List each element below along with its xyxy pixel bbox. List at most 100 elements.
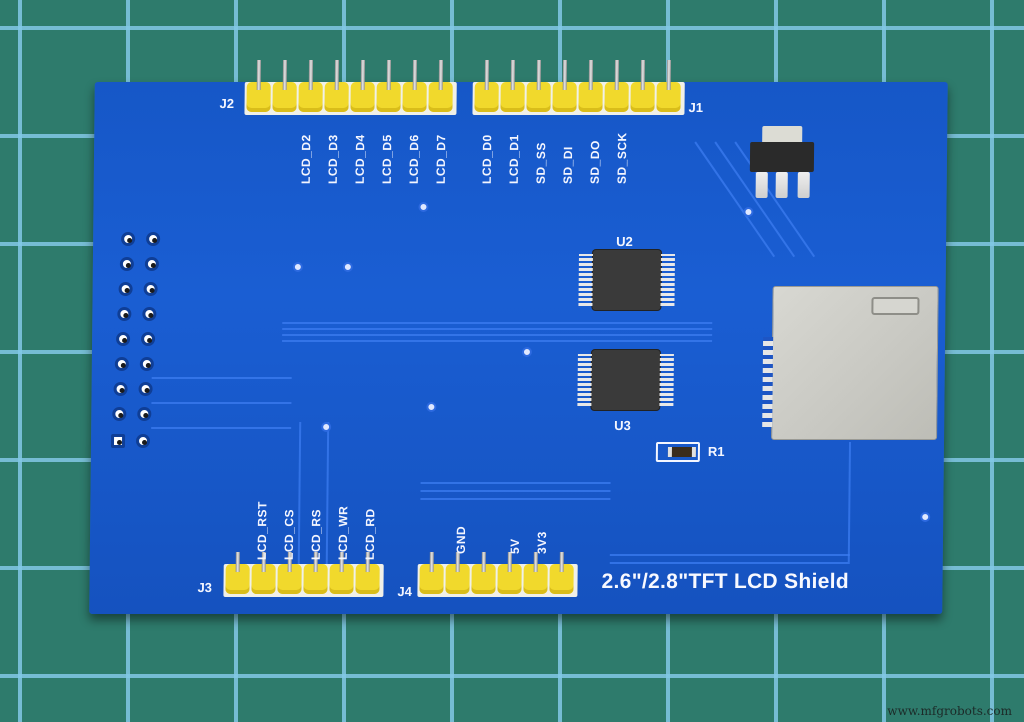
trace [609,554,850,556]
through-hole-pad [141,332,156,346]
j1-reference-label: J1 [688,100,704,115]
ic-pins [577,354,592,406]
pin-label: SD_SS [533,142,549,184]
trace [297,422,302,572]
via [920,512,931,522]
resistor-body [667,447,696,457]
header-pin [402,82,427,112]
header-pin [578,82,603,112]
r1-reference-label: R1 [707,444,725,459]
header-pin [419,564,444,594]
regulator-leg [755,172,768,198]
via [292,262,303,272]
header-j3 [223,564,384,597]
pin-label: LCD_CS [281,508,297,560]
trace [282,328,713,330]
via [426,402,437,412]
trace [420,498,611,500]
trace [609,562,850,564]
pin-label: LCD_RD [362,508,378,560]
through-hole-pad [113,382,128,396]
pin-label: SD_DI [560,146,576,184]
header-pin [298,82,323,112]
through-hole-pad-square [110,434,126,448]
header-pin [246,82,271,112]
header-pin [523,564,548,594]
trace [151,377,292,379]
pin-label: SD_SCK [614,132,630,184]
via [418,202,429,212]
pcb-board: J2 LCD_D2 LCD_D3 LCD_D4 LCD_D5 LCD_D6 LC… [89,82,948,614]
header-pin [656,82,681,112]
header-pin [471,564,496,594]
header-pin [272,82,297,112]
through-hole-pad [139,357,154,371]
header-j1 [472,82,685,115]
header-j2 [244,82,457,115]
pin-label: LCD_RST [254,501,270,560]
through-hole-pad [143,282,158,296]
trace [151,427,292,429]
pin-label: LCD_RS [308,508,324,560]
trace [420,482,611,484]
pin-label: SD_DO [587,140,603,184]
header-pin [500,82,525,112]
header-pin [251,564,276,594]
trace [847,442,852,562]
trace [282,334,713,336]
header-pin [445,564,470,594]
pin-label: LCD_WR [335,505,351,560]
header-pin [225,564,250,594]
header-pin [355,564,380,594]
u2-reference-label: U2 [616,234,633,249]
through-hole-pad [114,357,129,371]
through-hole-pad [112,407,127,421]
via [743,207,754,217]
through-hole-pad [144,257,159,271]
through-hole-pad [117,307,132,321]
header-pin [329,564,354,594]
u3-reference-label: U3 [614,418,631,433]
sd-slot-latch [871,297,920,315]
pin-label: LCD_D6 [406,134,422,184]
via [321,422,332,432]
header-pin [474,82,499,112]
watermark: www.mfgrobots.com [887,704,1012,718]
pin-label: LCD_D7 [433,134,449,184]
header-pin [552,82,577,112]
pin-label: 3V3 [534,531,550,554]
header-pin [277,564,302,594]
header-pin [324,82,349,112]
pin-label: 5V [507,538,523,554]
via [521,347,533,357]
header-pin [630,82,655,112]
ic-pins [659,354,674,406]
header-pin [526,82,551,112]
ic-pins [660,254,675,306]
through-hole-pad [135,434,151,448]
j2-reference-label: J2 [219,96,235,111]
through-hole-pad [116,332,131,346]
pin-label: LCD_D2 [298,134,314,184]
header-j4 [417,564,578,597]
header-pin [497,564,522,594]
pin-label: LCD_D1 [506,134,522,184]
regulator-leg [775,172,788,198]
ic-u3 [577,350,674,410]
microsd-card-slot [762,286,939,440]
through-hole-pad [121,232,136,246]
j4-reference-label: J4 [397,584,412,599]
voltage-regulator [749,142,815,172]
header-pin [604,82,629,112]
header-pin [549,564,574,594]
j3-reference-label: J3 [197,580,213,595]
via [342,262,353,272]
trace [420,490,611,492]
through-hole-pad [138,382,153,396]
sd-slot-contacts [762,337,774,427]
trace [151,402,292,404]
pin-label: LCD_D0 [479,134,495,184]
ic-u2 [578,250,675,310]
header-pin [376,82,401,112]
through-hole-pad [142,307,157,321]
